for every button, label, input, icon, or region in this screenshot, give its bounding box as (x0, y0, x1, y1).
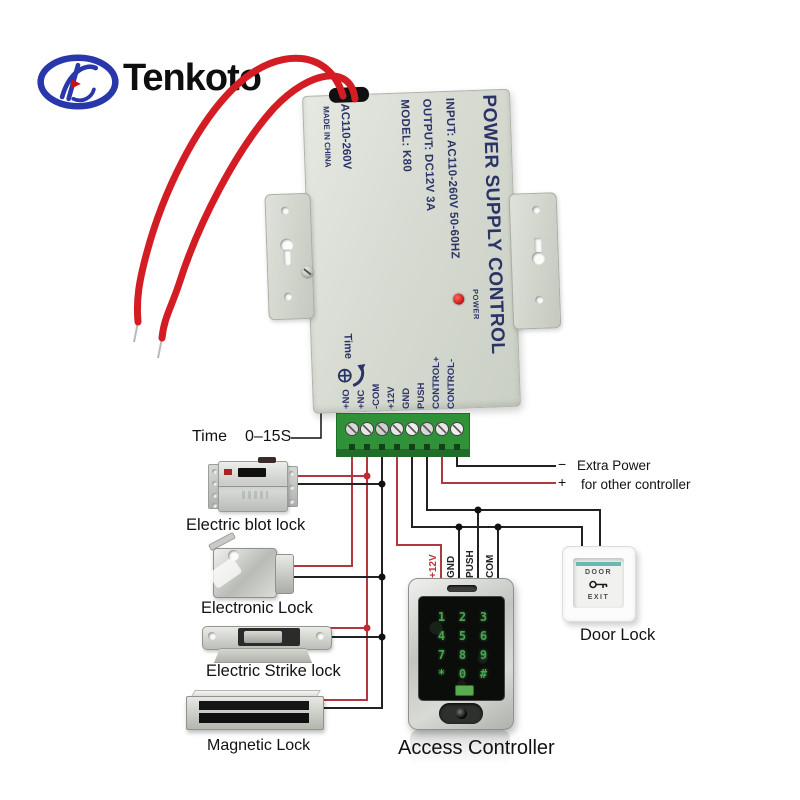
mounting-ear-right (508, 192, 562, 330)
mounting-ear-left (264, 192, 315, 321)
controller-wire-label-gnd: GND (446, 555, 457, 578)
time-adjust-screw-icon (337, 363, 366, 387)
psu-voltage-label: AC110-260V (338, 103, 353, 170)
wire-control-minus (456, 456, 556, 467)
extra-power-text-1: Extra Power (577, 458, 651, 473)
controller-wire-label-12v: +12V (428, 554, 439, 578)
controller-slot (447, 585, 477, 592)
extra-power-plus: + (558, 474, 567, 490)
extra-power-minus: − (558, 456, 567, 472)
mount-hole (280, 206, 290, 215)
door-exit-button: DOOR EXIT (562, 546, 636, 622)
psu-title: POWER SUPPLY CONTROL (478, 94, 509, 355)
magnetic-lock (186, 690, 324, 732)
controller-wire-label-com: COM (485, 554, 496, 578)
strike-latch (244, 631, 282, 643)
terminal-label-control-plus: CONTROL+ (431, 356, 442, 409)
door-lock-label: Door Lock (580, 626, 656, 644)
camera-band (439, 703, 483, 724)
power-led-label: POWER (470, 288, 481, 321)
wire-control-plus (441, 456, 556, 484)
bolt-display (238, 468, 266, 477)
time-callout-line (291, 413, 322, 439)
terminal-label-12v: +12V (386, 386, 397, 409)
electric-bolt-lock (208, 457, 298, 512)
time-range-value: 0–15S (244, 428, 292, 445)
mount-hole (283, 292, 293, 301)
bolt-connector (258, 457, 276, 463)
mount-keyhole-slot (283, 249, 291, 266)
mount-screw (301, 265, 314, 278)
strike-lock-label: Electric Strike lock (206, 662, 341, 680)
time-range-label: Time (192, 428, 227, 445)
exit-button-door-text: DOOR (585, 569, 612, 576)
power-supply-unit: POWER SUPPLY CONTROL INPUT: AC110-260V 5… (264, 86, 562, 414)
strike-keeper (214, 648, 312, 663)
terminal-label-nc: +NC (356, 389, 367, 409)
camera-lens (456, 708, 467, 719)
keyhole (228, 550, 239, 561)
psu-spec-model: MODEL: K80 (398, 99, 413, 173)
controller-wire-label-push: PUSH (465, 550, 476, 578)
lock-cylinder (275, 554, 294, 594)
controller-reflection (410, 730, 510, 764)
electronic-lock (207, 531, 312, 598)
access-controller-label: Access Controller (398, 737, 555, 759)
electronic-lock-label: Electronic Lock (201, 599, 313, 617)
magnetic-lock-label: Magnetic Lock (207, 737, 311, 754)
mount-keyhole (531, 251, 546, 266)
exit-button-stripe (576, 562, 621, 566)
key-icon (589, 580, 608, 589)
magnet-plates (199, 701, 309, 723)
psu-spec-input: INPUT: AC110-260V 50-60HZ (443, 97, 461, 260)
bolt-lock-label: Electric blot lock (186, 516, 306, 534)
time-adjust-label: Time (341, 333, 355, 360)
terminal-block (336, 413, 470, 457)
mount-hole (531, 205, 541, 215)
card-reader-badge (455, 685, 474, 696)
wire-12v (396, 456, 442, 583)
wire-push (426, 456, 601, 549)
psu-spec-output: OUTPUT: DC12V 3A (420, 98, 437, 212)
terminal-label-control-minus: CONTROL- (446, 358, 457, 409)
terminal-label-gnd: GND (401, 387, 412, 409)
power-led (452, 293, 465, 305)
extra-power-text-2: for other controller (581, 477, 691, 492)
wire-grommet (328, 86, 370, 104)
terminal-label-com: -COM (371, 383, 382, 409)
mount-hole (535, 295, 544, 304)
electric-strike-lock (202, 624, 332, 663)
exit-button-exit-text: EXIT (587, 594, 610, 601)
wire-com-bus (322, 456, 383, 709)
terminal-label-no: +NO (341, 389, 352, 409)
wire-nc-bus (322, 456, 368, 701)
time-range-callout: Time 0–15S (192, 428, 291, 446)
brand-logo-icon (37, 54, 119, 110)
wire-no (292, 456, 353, 567)
psu-made-in-label: MADE IN CHINA (321, 106, 333, 168)
terminal-label-push: PUSH (416, 382, 427, 409)
exit-button-panel: DOOR EXIT (573, 558, 624, 608)
